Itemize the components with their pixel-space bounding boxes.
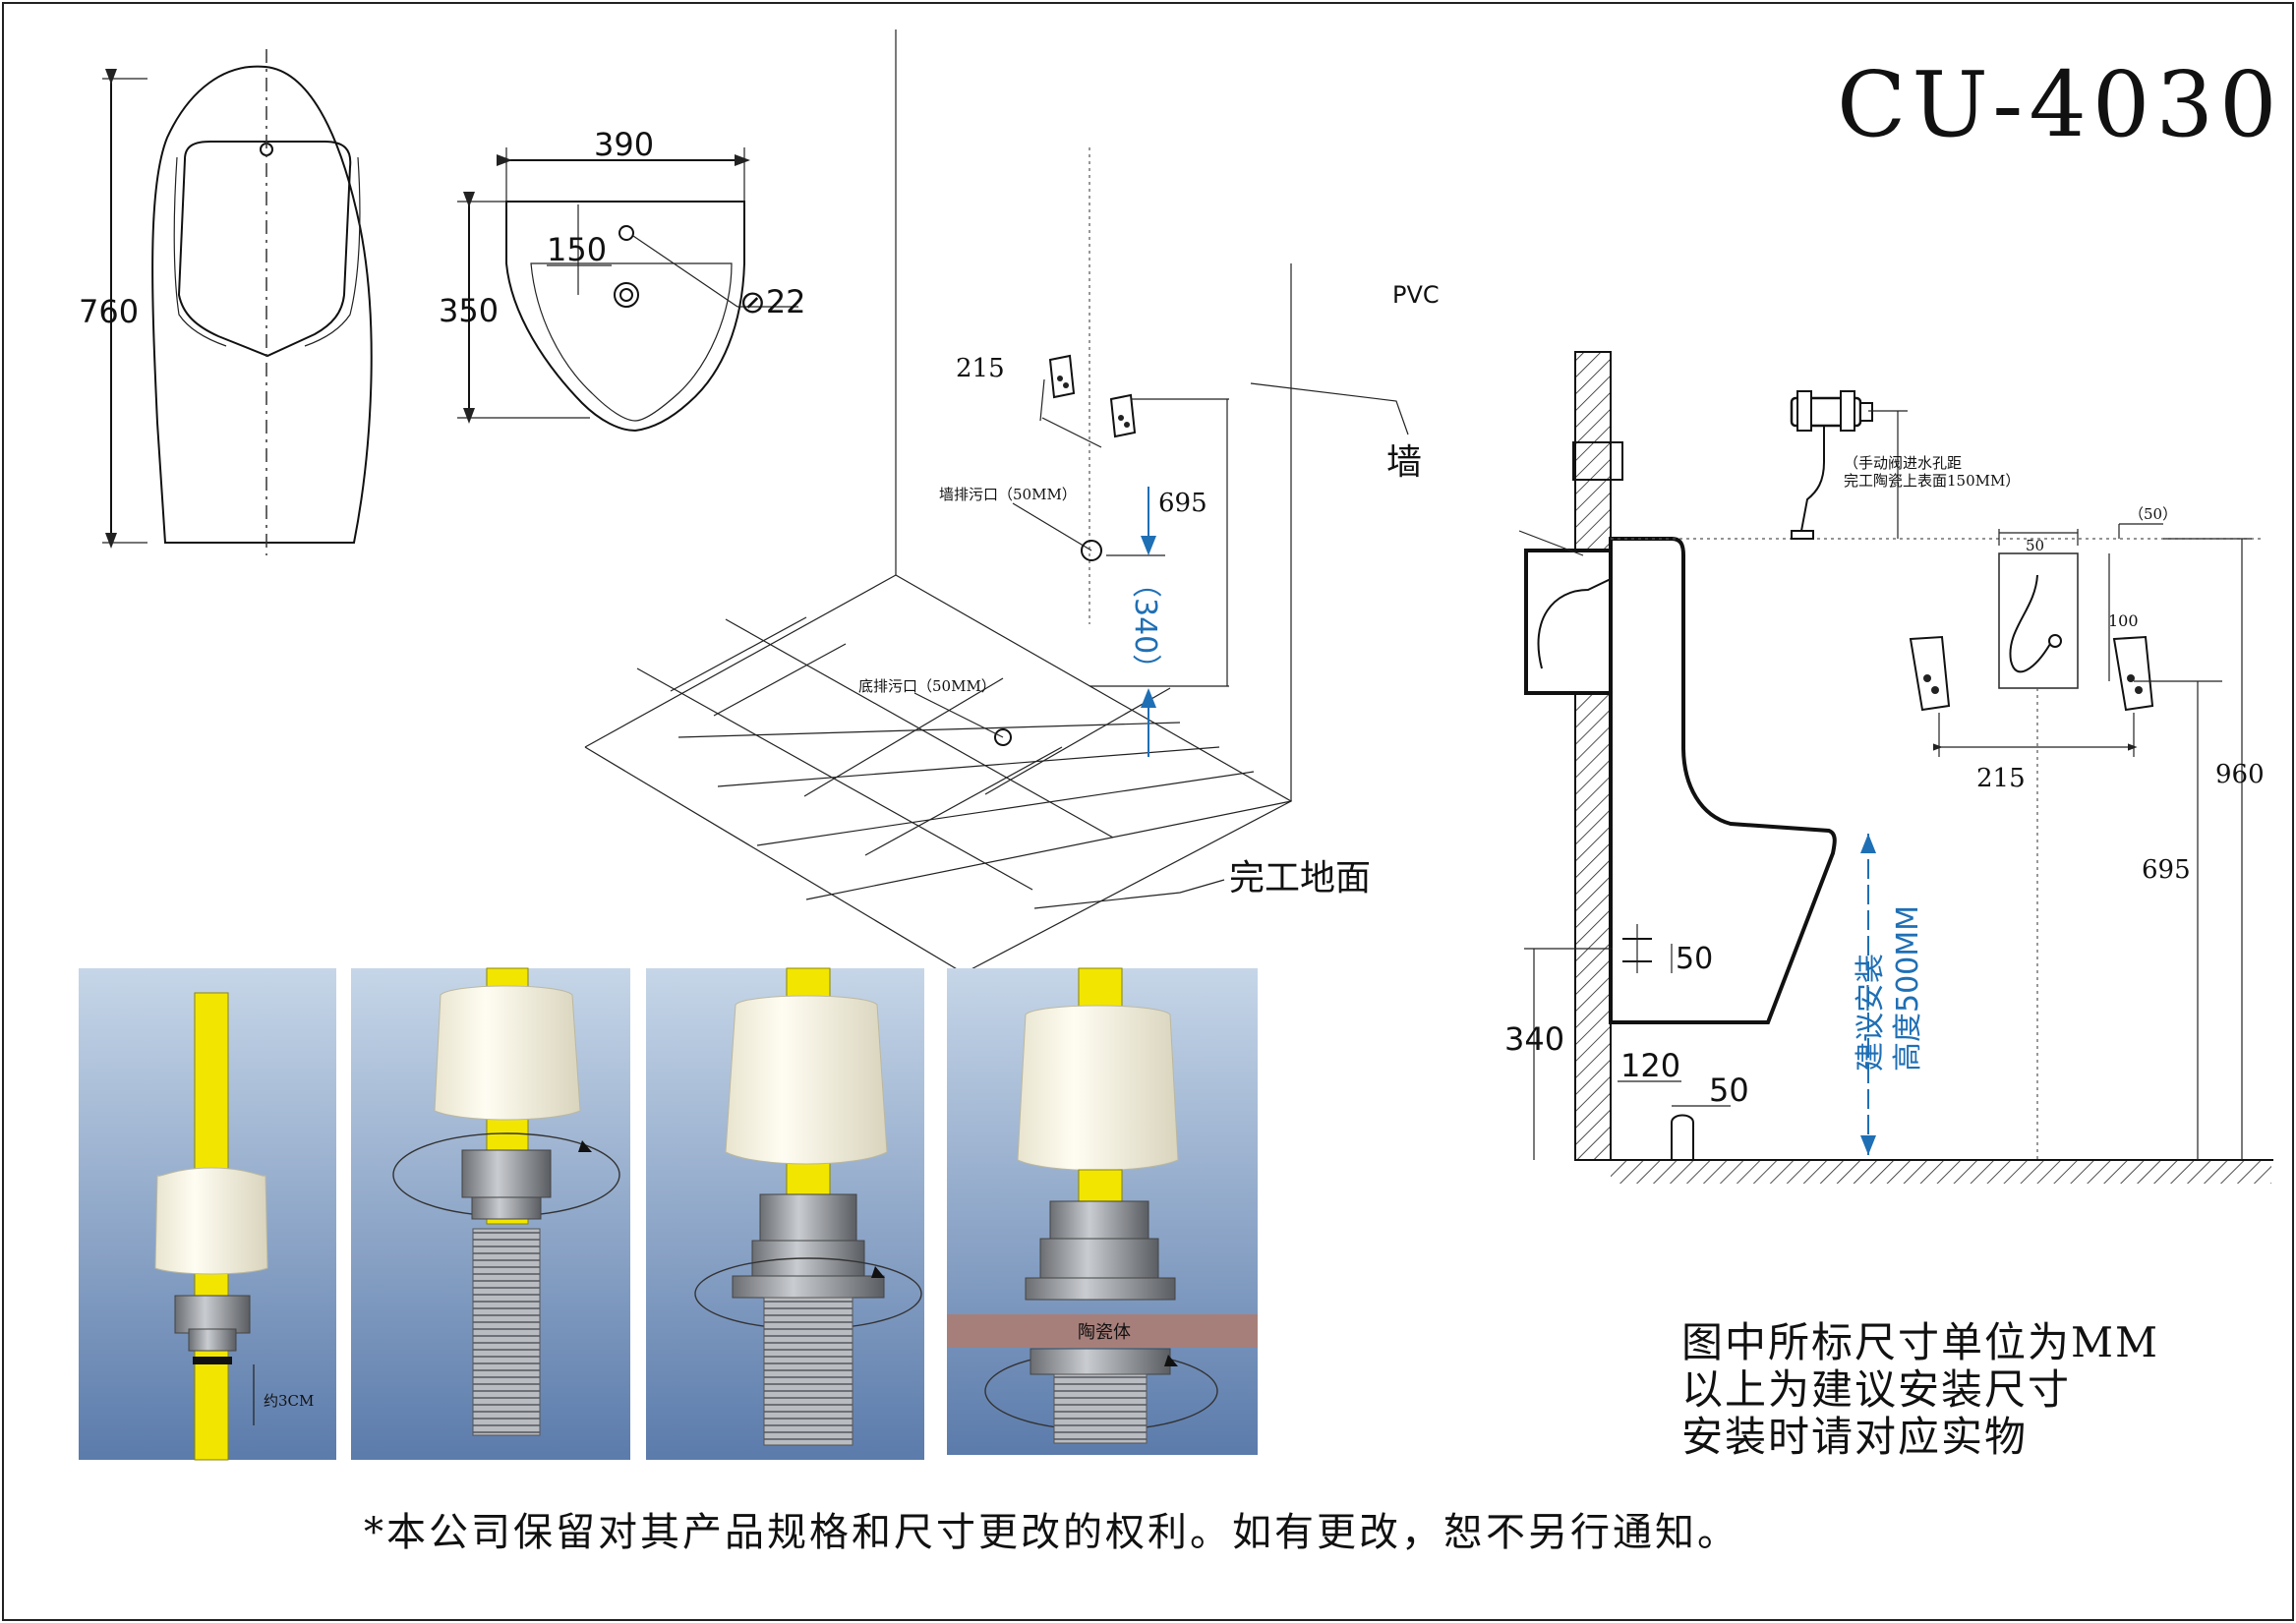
- iso-695-label: 695: [1158, 489, 1207, 518]
- pvc-label: PVC: [1392, 281, 1440, 309]
- iso-215-label: 215: [956, 354, 1005, 383]
- wall-label: 墙: [1386, 442, 1422, 483]
- side-50-box-label: 50: [2026, 537, 2044, 554]
- top-depth-label: 350: [439, 292, 499, 329]
- note-1: 图中所标尺寸单位为MM: [1681, 1318, 2159, 1366]
- iso-340-label: （340）: [1128, 568, 1162, 683]
- front-height-label: 760: [79, 293, 139, 330]
- front-view: 760: [79, 49, 373, 555]
- side-50-mid-label: 50: [1676, 942, 1713, 976]
- side-215-label: 215: [1976, 764, 2026, 793]
- install-height-1: 建议安装: [1854, 954, 1888, 1072]
- top-view: 390 350 150 ⊘22: [439, 126, 806, 433]
- footer-disclaimer: *本公司保留对其产品规格和尺寸更改的权利。如有更改，恕不另行通知。: [364, 1510, 1739, 1555]
- top-offset-label: 150: [547, 231, 607, 268]
- floor-drain-label: 底排污口（50MM）: [858, 677, 996, 695]
- wall-drain-label: 墙排污口（50MM）: [939, 486, 1077, 503]
- step-panel-4: 陶瓷体: [947, 967, 1258, 1455]
- floor-label: 完工地面: [1229, 858, 1371, 898]
- bracket-icon-a: [1909, 635, 1951, 712]
- top-width-label: 390: [594, 126, 654, 163]
- side-120-label: 120: [1620, 1047, 1680, 1084]
- flush-valve-icon: [1790, 390, 1873, 540]
- valve-note-1: （手动阀进水孔距: [1844, 454, 1962, 472]
- iso-view: 墙排污口（50MM） 底排污口（50MM） 215 695 （340） PV: [584, 29, 1440, 974]
- bracket-icon-right: [1109, 393, 1137, 438]
- install-height-2: 高度500MM: [1891, 905, 1925, 1072]
- step-panel-2: [351, 967, 630, 1460]
- ceramic-label: 陶瓷体: [1078, 1322, 1131, 1343]
- step-panel-1: 约3CM: [79, 968, 336, 1461]
- side-view: （手动阀进水孔距 完工陶瓷上表面150MM） 50 （50） 100 215: [1504, 351, 2273, 1184]
- bracket-icon-b: [2112, 635, 2154, 712]
- side-960-label: 960: [2215, 760, 2265, 789]
- top-hole-label: ⊘22: [739, 283, 806, 320]
- note-3: 安装时请对应实物: [1681, 1413, 2028, 1461]
- approx-label: 约3CM: [264, 1392, 314, 1410]
- valve-note-2: 完工陶瓷上表面150MM）: [1844, 472, 2020, 490]
- model-number: CU-4030: [1837, 52, 2283, 157]
- side-695-label: 695: [2142, 855, 2191, 885]
- side-50-top-label: （50）: [2129, 505, 2177, 523]
- side-340-label: 340: [1504, 1020, 1564, 1058]
- bracket-icon-left: [1048, 354, 1076, 399]
- note-2: 以上为建议安装尺寸: [1681, 1365, 2071, 1414]
- side-100-label: 100: [2108, 611, 2139, 630]
- notes-block: 图中所标尺寸单位为MM 以上为建议安装尺寸 安装时请对应实物: [1681, 1318, 2159, 1461]
- side-50-bottom-label: 50: [1709, 1072, 1749, 1109]
- step-panel-3: [646, 967, 924, 1460]
